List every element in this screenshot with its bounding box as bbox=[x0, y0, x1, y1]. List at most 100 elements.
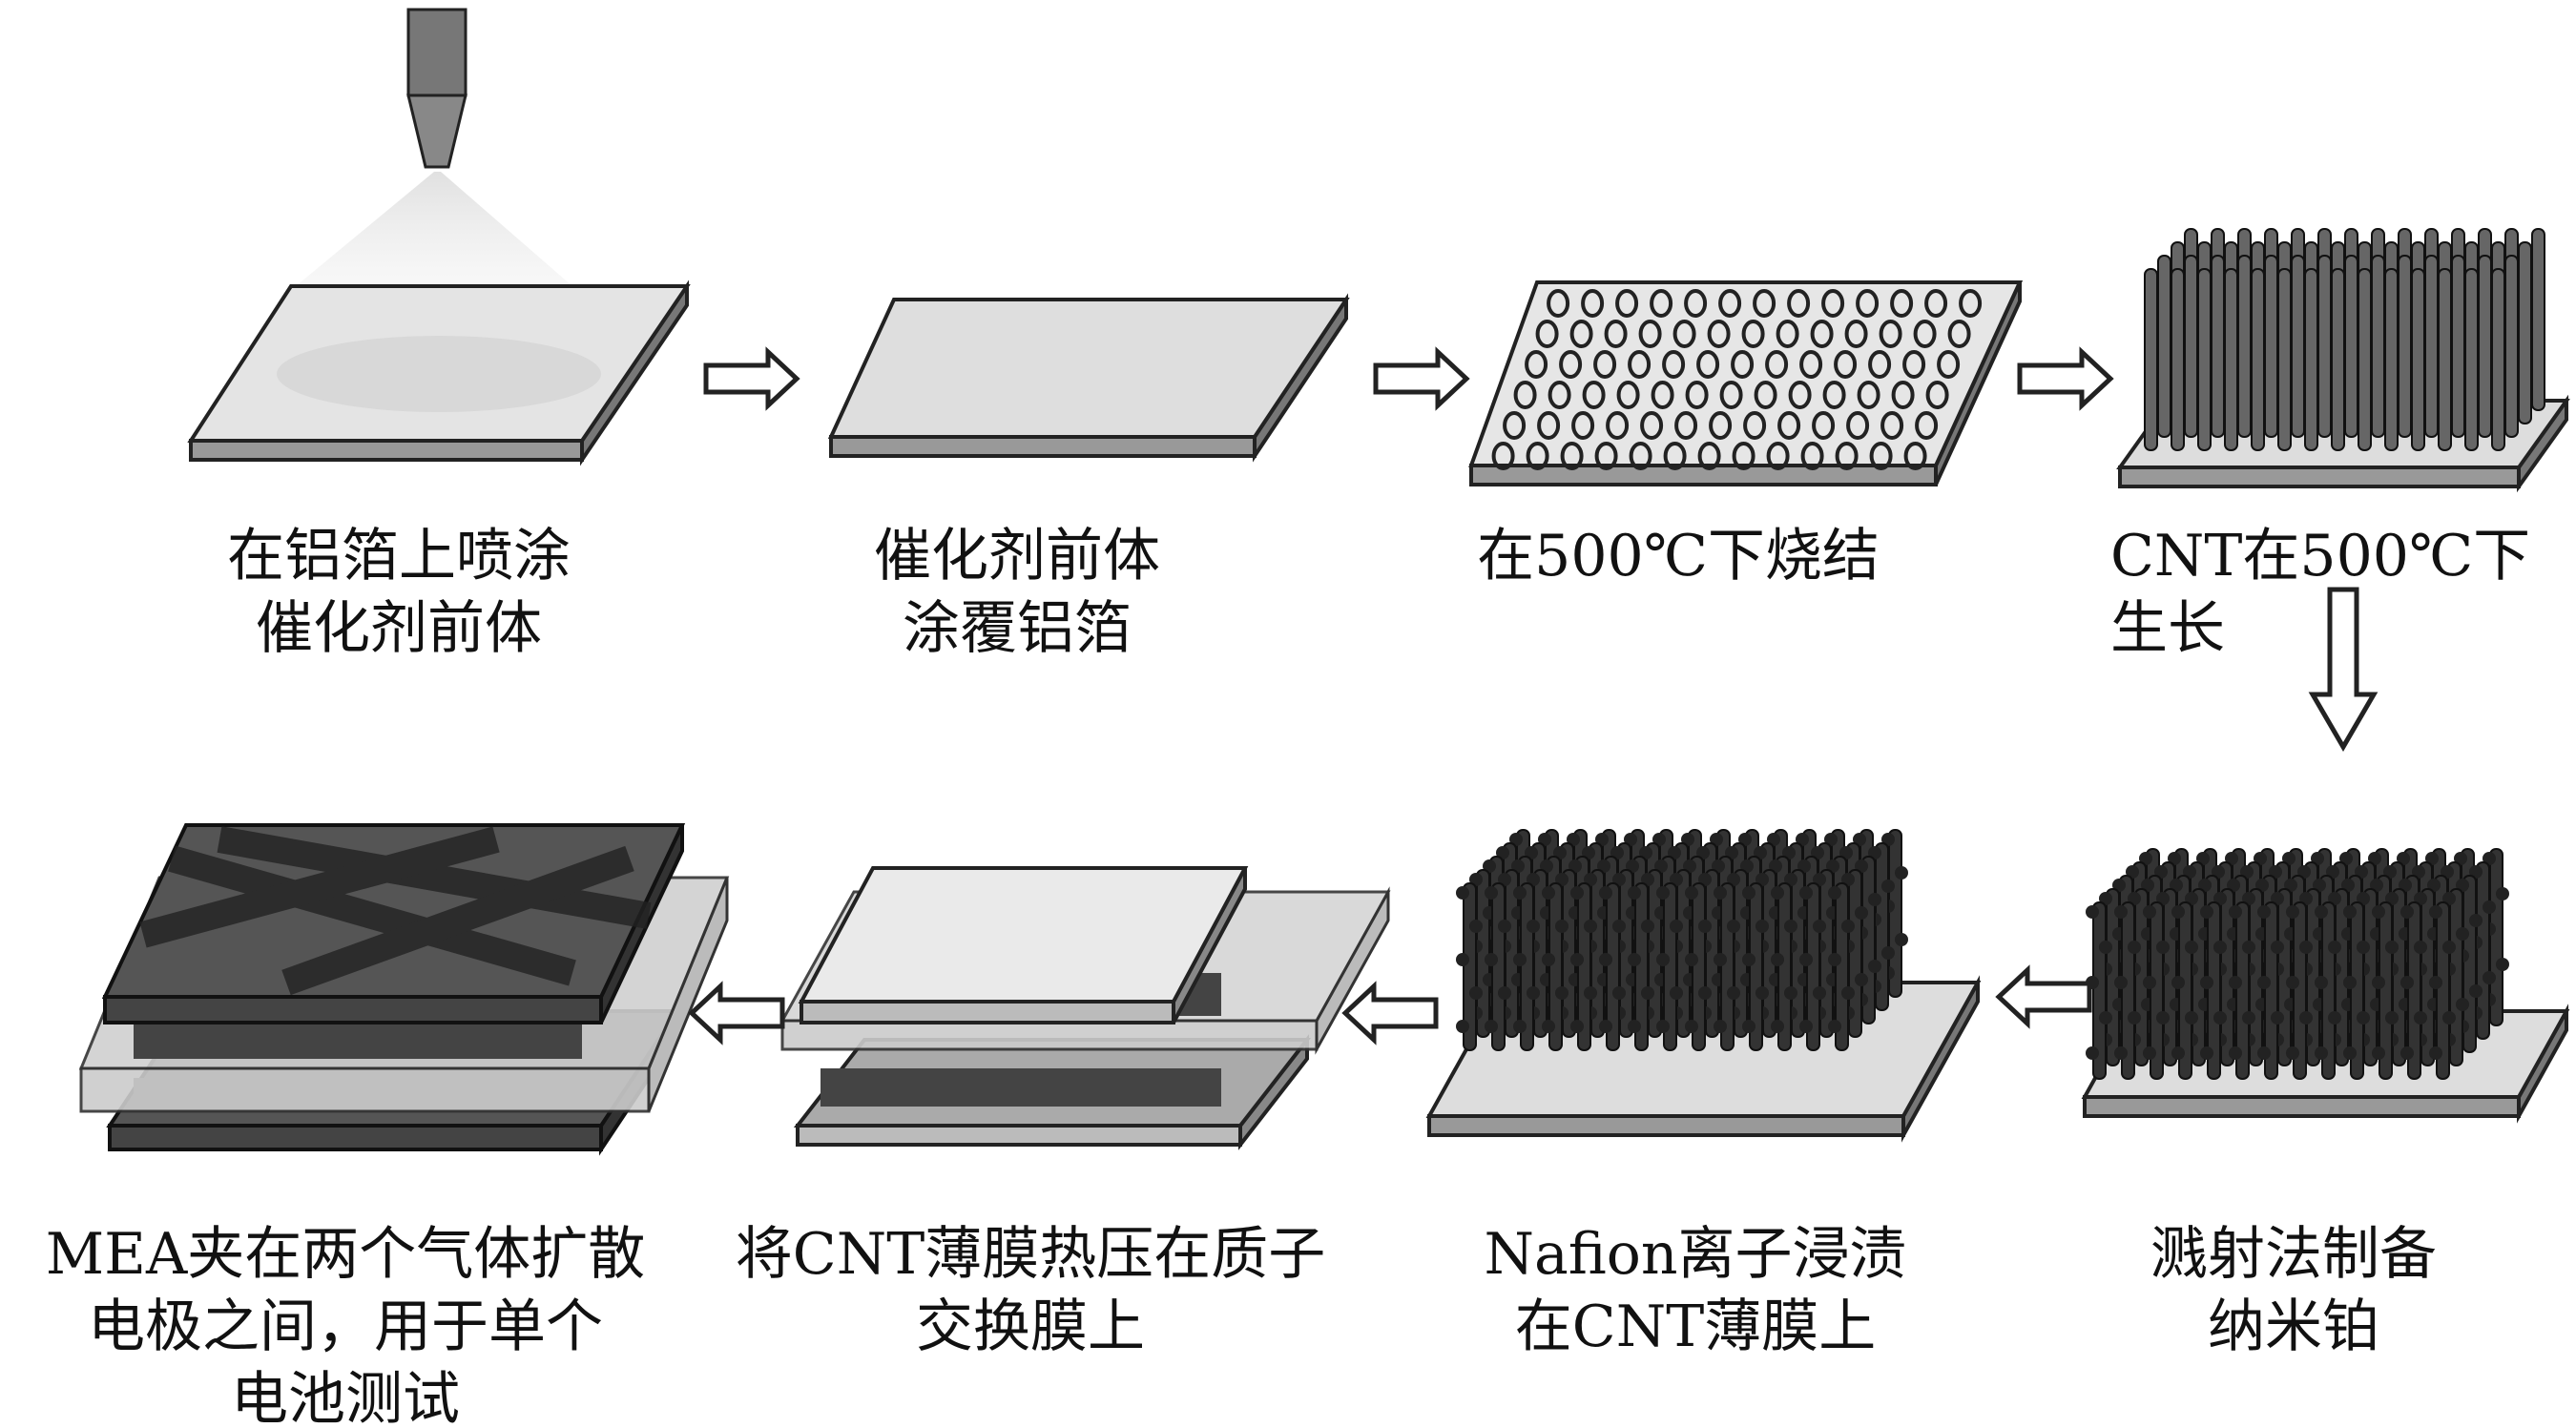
pt-particle bbox=[1698, 986, 1712, 1000]
catalyst-dot bbox=[1593, 350, 1617, 379]
catalyst-dot bbox=[1856, 289, 1880, 318]
pt-particle bbox=[1513, 886, 1527, 900]
pt-particle bbox=[2469, 984, 2483, 998]
pt-particle bbox=[2483, 971, 2496, 984]
catalyst-dot bbox=[1937, 350, 1961, 379]
mea-assembly bbox=[78, 823, 730, 1156]
pt-particle bbox=[2414, 1011, 2427, 1024]
pt-particle bbox=[2156, 941, 2170, 954]
pt-particle bbox=[2213, 1011, 2227, 1024]
pt-particle bbox=[2257, 905, 2271, 919]
catalyst-dot bbox=[1491, 442, 1515, 470]
cnt-tube bbox=[2144, 268, 2158, 451]
pt-particle bbox=[2286, 1046, 2299, 1060]
pt-particle bbox=[2143, 976, 2156, 989]
pt-particle bbox=[1641, 920, 1654, 933]
pt-particle bbox=[1813, 920, 1826, 933]
pt-particle bbox=[2496, 887, 2509, 900]
catalyst-dot bbox=[1822, 381, 1846, 409]
pt-particle bbox=[1612, 920, 1626, 933]
catalyst-dot bbox=[1604, 320, 1628, 348]
pt-particle bbox=[1755, 986, 1769, 1000]
right-arrow-icon bbox=[2017, 346, 2114, 411]
pt-particle bbox=[2257, 976, 2271, 989]
catalyst-dot bbox=[1696, 350, 1720, 379]
pt-particle bbox=[1828, 953, 1841, 966]
pt-particle bbox=[2156, 1011, 2170, 1024]
catalyst-dot bbox=[1821, 289, 1845, 318]
cnt-tube bbox=[2438, 268, 2452, 451]
pt-particle bbox=[1855, 973, 1868, 986]
catalyst-dot bbox=[1915, 411, 1939, 440]
pt-particle bbox=[2357, 1011, 2370, 1024]
pt-particle bbox=[1485, 886, 1498, 900]
pt-particle bbox=[2299, 1011, 2313, 1024]
pt-particle bbox=[2429, 1046, 2442, 1060]
catalyst-dot bbox=[1731, 350, 1755, 379]
pt-particle bbox=[2385, 941, 2399, 954]
catalyst-dot bbox=[1548, 381, 1571, 409]
pt-particle bbox=[1784, 920, 1797, 933]
catalyst-dot bbox=[1846, 411, 1870, 440]
cnt-tube bbox=[2491, 268, 2505, 451]
catalyst-dot bbox=[1629, 442, 1652, 470]
catalyst-dot bbox=[1903, 442, 1927, 470]
pt-particle bbox=[2171, 905, 2185, 919]
nafion-impregnated-plate bbox=[1425, 829, 1982, 1143]
cnt-tube bbox=[2358, 268, 2372, 451]
pt-particle bbox=[2185, 1011, 2198, 1024]
pt-particle bbox=[2385, 1011, 2399, 1024]
cnt-tube bbox=[2317, 255, 2332, 438]
cnt-growth-plate bbox=[2116, 228, 2570, 493]
pt-particle bbox=[2257, 1046, 2271, 1060]
pt-particle bbox=[1570, 953, 1584, 966]
pt-particle bbox=[2328, 1011, 2341, 1024]
pt-particle bbox=[1755, 920, 1769, 933]
step-label-4: CNT在500℃下生长 bbox=[2110, 523, 2531, 662]
pt-particle bbox=[1656, 953, 1670, 966]
pt-particle bbox=[2286, 905, 2299, 919]
cnt-tube bbox=[2304, 268, 2318, 451]
pt-particle bbox=[1498, 920, 1511, 933]
catalyst-dot bbox=[1709, 411, 1733, 440]
pt-particle bbox=[1485, 953, 1498, 966]
catalyst-dot bbox=[1571, 411, 1595, 440]
pt-particle bbox=[2128, 941, 2141, 954]
coated-foil-plate bbox=[827, 293, 1350, 463]
pt-particle bbox=[2372, 1046, 2385, 1060]
pt-particle bbox=[2400, 1046, 2414, 1060]
catalyst-dot bbox=[1777, 411, 1801, 440]
catalyst-dot bbox=[1582, 381, 1606, 409]
catalyst-dot bbox=[1547, 289, 1570, 318]
catalyst-dot bbox=[1663, 442, 1687, 470]
catalyst-dot bbox=[1651, 381, 1674, 409]
pt-particle bbox=[1727, 986, 1740, 1000]
cnt-tube bbox=[2264, 255, 2278, 438]
sputtered-pt-plate bbox=[2081, 848, 2570, 1124]
pt-particle bbox=[2271, 1011, 2284, 1024]
pt-particle bbox=[1599, 953, 1612, 966]
catalyst-dot bbox=[1569, 320, 1593, 348]
cnt-tube bbox=[2291, 255, 2305, 438]
catalyst-dot bbox=[1594, 442, 1618, 470]
pt-particle bbox=[2171, 976, 2185, 989]
pt-particle bbox=[1469, 920, 1483, 933]
cnt-tube bbox=[2211, 255, 2225, 438]
pt-particle bbox=[2328, 941, 2341, 954]
catalyst-dot bbox=[1640, 411, 1664, 440]
catalyst-dot bbox=[1606, 411, 1630, 440]
pt-particle bbox=[1612, 986, 1626, 1000]
pt-particle bbox=[1570, 886, 1584, 900]
pt-particle bbox=[2271, 941, 2284, 954]
pt-particle bbox=[1813, 986, 1826, 1000]
catalyst-dot bbox=[1891, 381, 1915, 409]
pt-particle bbox=[2086, 1046, 2099, 1060]
catalyst-dot bbox=[1535, 320, 1559, 348]
catalyst-dot bbox=[1844, 320, 1868, 348]
cnt-tube bbox=[2237, 255, 2252, 438]
catalyst-dot bbox=[1880, 411, 1904, 440]
cnt-tube bbox=[2464, 268, 2479, 451]
right-arrow-icon bbox=[703, 346, 800, 411]
catalyst-dot bbox=[1560, 442, 1584, 470]
